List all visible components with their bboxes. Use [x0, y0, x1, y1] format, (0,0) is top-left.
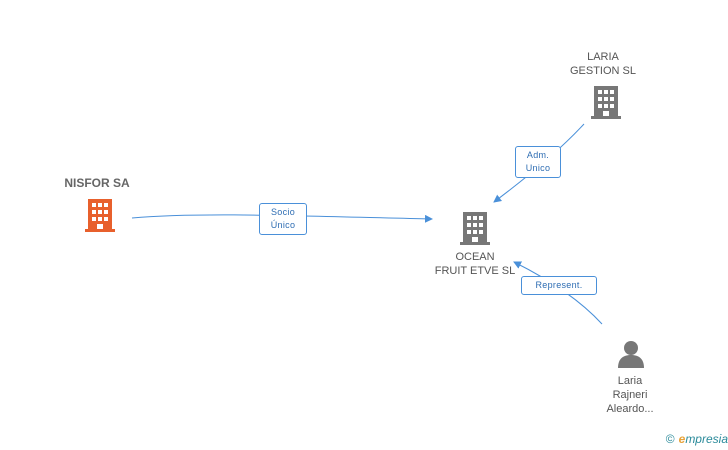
building-icon[interactable] [84, 197, 116, 233]
edge-socio-line [131, 214, 433, 223]
person-icon[interactable] [616, 339, 646, 369]
node-label-nisfor: NISFOR SA [64, 176, 130, 190]
node-label-laria-person: Laria Rajneri Aleardo... [606, 375, 654, 415]
brand-name: mpresia [685, 432, 728, 446]
edge-label-socio[interactable]: Socio Único [259, 203, 307, 235]
empresia-watermark: ©empresia [666, 432, 728, 446]
node-label-laria-gestion: LARIA GESTION SL [569, 51, 637, 77]
edge-label-represent[interactable]: Represent. [521, 276, 597, 295]
edge-label-adm[interactable]: Adm. Unico [515, 146, 561, 178]
copyright-symbol: © [665, 432, 675, 446]
building-icon[interactable] [590, 84, 622, 120]
building-icon[interactable] [459, 210, 491, 246]
node-label-ocean: OCEAN FRUIT ETVE SL [434, 251, 516, 277]
brand-e: e [678, 432, 686, 446]
